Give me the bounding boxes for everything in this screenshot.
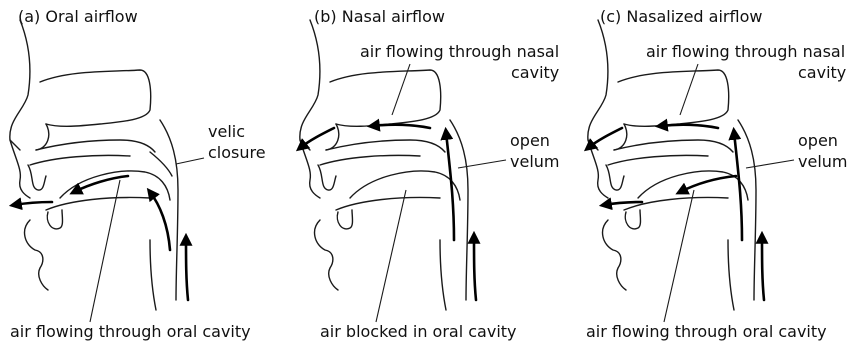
velic-leader xyxy=(176,158,204,164)
panel-nasalized-airflow: (c) Nasalized airflow air flowing throug… xyxy=(586,7,847,341)
panel-oral-airflow: (a) Oral airflow velic closure air flowi… xyxy=(10,7,266,341)
open-velum-label-c2: velum xyxy=(798,152,847,171)
open-velum-label-b2: velum xyxy=(510,152,559,171)
panel-a-title: (a) Oral airflow xyxy=(18,7,138,26)
panel-c-title: (c) Nasalized airflow xyxy=(600,7,762,26)
velic-label-1: velic xyxy=(208,122,245,141)
nasal-flow-arrow-b1 xyxy=(446,132,454,240)
oral-flow-arrow-4 xyxy=(186,238,188,300)
nasalized-flow-arrow-c1 xyxy=(734,132,742,240)
open-velum-label-b1: open xyxy=(510,131,550,150)
nasalized-flow-arrow-c3 xyxy=(588,128,622,148)
nasalized-flow-arrow-c5 xyxy=(604,202,642,205)
velum-closed xyxy=(150,152,172,176)
nasal-label-1: air flowing through nasal xyxy=(360,42,559,61)
panel-b-bottom-label: air blocked in oral cavity xyxy=(320,322,517,341)
panel-a-bottom-label: air flowing through oral cavity xyxy=(10,322,251,341)
nasalized-flow-arrow-c6 xyxy=(762,236,764,300)
panel-c-bottom-label: air flowing through oral cavity xyxy=(586,322,827,341)
panel-nasal-airflow: (b) Nasal airflow air flowing through na… xyxy=(300,7,560,341)
nasalized-flow-arrow-c4 xyxy=(680,176,736,192)
velic-label-2: closure xyxy=(208,143,266,162)
oral-leader xyxy=(90,180,120,322)
nasalized-label-1: air flowing through nasal xyxy=(646,42,845,61)
nasalized-label-2: cavity xyxy=(798,63,846,82)
nasalized-flow-arrow-c2 xyxy=(660,125,718,128)
nasal-flow-arrow-b2 xyxy=(372,125,430,128)
nasal-flow-arrow-b3 xyxy=(300,128,334,148)
open-velum-label-c1: open xyxy=(798,131,838,150)
panel-b-title: (b) Nasal airflow xyxy=(314,7,445,26)
nasal-label-2: cavity xyxy=(511,63,559,82)
oral-flow-arrow-1 xyxy=(150,192,170,250)
oral-flow-arrow-2 xyxy=(74,176,128,192)
blocked-leader xyxy=(376,190,406,322)
oral-flow-arrow-3 xyxy=(14,202,52,205)
nasal-flow-arrow-b4 xyxy=(474,236,476,300)
oral-leader-c xyxy=(664,190,694,322)
